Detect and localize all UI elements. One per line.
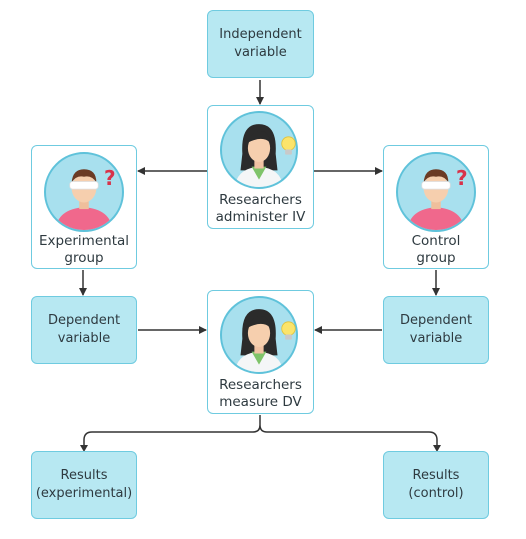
dv-right-line1: Dependent [399, 313, 473, 329]
control-group-card: ? Control group [383, 145, 489, 269]
res-ctrl-line1: Results [412, 468, 460, 484]
iv-label-line1: Independent [219, 27, 302, 43]
dv-left-line2: variable [57, 331, 111, 346]
female-researcher-icon [234, 124, 284, 187]
dv-right-line2: variable [409, 331, 463, 346]
experimental-label-line1: Experimental [38, 233, 130, 249]
lightbulb-icon [281, 136, 296, 155]
admin-label-line2: administer IV [215, 208, 306, 225]
measure-label-line2: measure DV [219, 393, 302, 410]
experimental-participant-portrait [44, 152, 124, 232]
control-participant-portrait [396, 152, 476, 232]
arrow-measure-to-results [83, 415, 438, 449]
female-researcher-icon [234, 309, 284, 372]
lightbulb-icon [281, 321, 296, 340]
results-control-box: Results (control) [383, 451, 489, 519]
res-exp-line1: Results [60, 468, 108, 484]
iv-label-line2: variable [234, 45, 287, 60]
dependent-variable-right-box: Dependent variable [383, 296, 489, 364]
blindfolded-participant-icon [55, 169, 113, 230]
researcher-portrait [220, 111, 298, 189]
res-exp-line2: (experimental) [35, 486, 133, 501]
control-question-mark-icon: ? [456, 166, 468, 190]
researcher-portrait [220, 296, 298, 374]
researchers-measure-dv-card: Researchers measure DV [207, 290, 314, 414]
res-ctrl-line2: (control) [408, 486, 464, 501]
control-label-line1: Control [411, 233, 461, 249]
results-experimental-box: Results (experimental) [31, 451, 137, 519]
experimental-group-card: ? Experimental group [31, 145, 137, 269]
admin-label-line1: Researchers [219, 192, 302, 208]
blindfolded-participant-icon [407, 169, 465, 230]
independent-variable-box: Independent variable [207, 10, 314, 78]
dependent-variable-left-box: Dependent variable [31, 296, 137, 364]
control-label-line2: group [416, 249, 456, 266]
researchers-administer-iv-card: Researchers administer IV [207, 105, 314, 229]
experimental-label-line2: group [64, 249, 104, 266]
dv-left-line1: Dependent [47, 313, 121, 329]
experimental-question-mark-icon: ? [104, 166, 116, 190]
measure-label-line1: Researchers [219, 377, 302, 393]
